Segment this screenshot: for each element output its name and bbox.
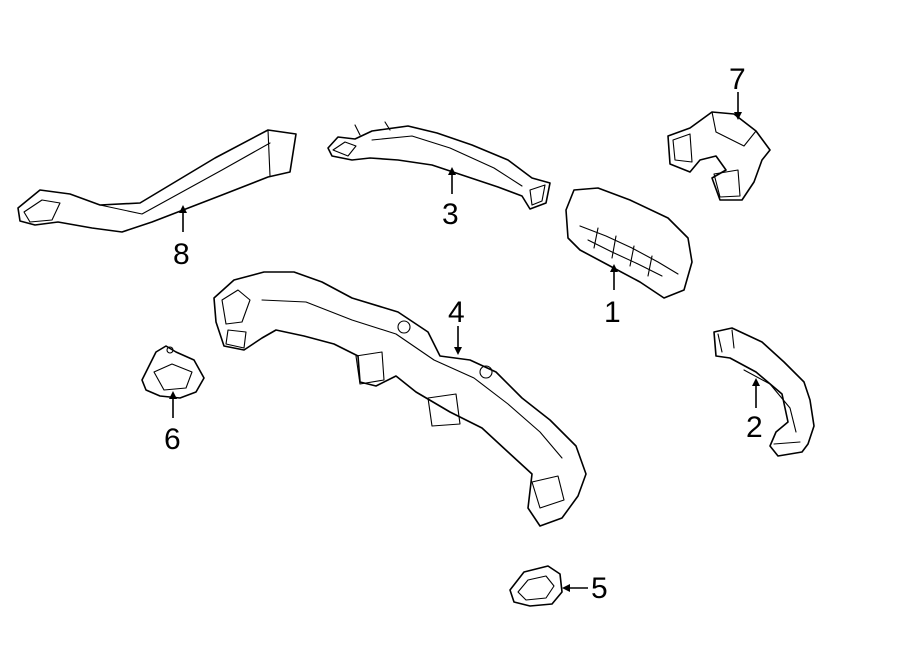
part-8-duct[interactable] <box>17 129 297 233</box>
callout-6: 6 <box>164 423 181 456</box>
part-1-vent[interactable] <box>565 187 693 299</box>
part-5-vent[interactable] <box>509 565 563 607</box>
callout-5: 5 <box>591 572 608 605</box>
part-4-duct[interactable] <box>213 271 587 527</box>
callout-labels: 8 3 7 1 4 6 2 5 <box>164 63 763 605</box>
callout-2: 2 <box>746 411 763 444</box>
part-3-duct[interactable] <box>327 121 551 210</box>
callout-8: 8 <box>173 238 190 271</box>
part-6-vent[interactable] <box>141 345 205 399</box>
part-7-duct[interactable] <box>667 111 771 201</box>
callout-4: 4 <box>448 296 465 329</box>
part-2-duct[interactable] <box>713 327 815 457</box>
callout-1: 1 <box>604 296 621 329</box>
leader-lines <box>169 92 760 592</box>
callout-7: 7 <box>729 63 746 96</box>
callout-3: 3 <box>442 198 459 231</box>
